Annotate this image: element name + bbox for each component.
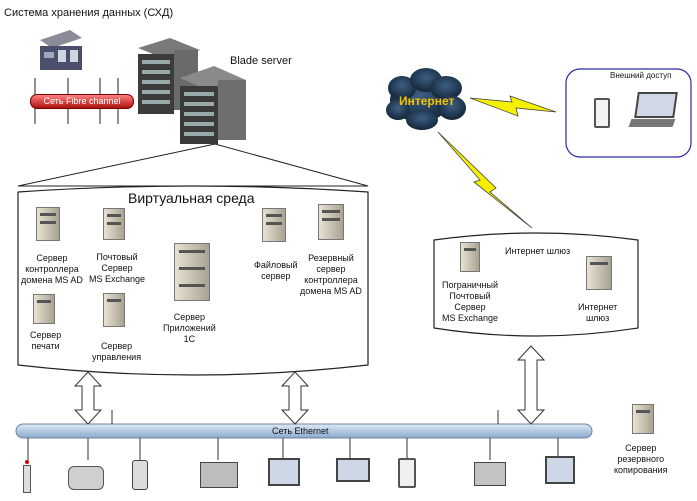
mfp-printer-icon	[474, 462, 506, 486]
blade-server-label: Blade server	[230, 55, 292, 67]
external-access-box	[565, 68, 692, 158]
lightning-cloud-gateway	[437, 131, 533, 229]
desktop-pc-icon-1	[268, 458, 300, 486]
internet-label: Интернет	[399, 94, 455, 108]
print-server-icon	[33, 294, 55, 324]
tablet-icon-bottom	[398, 458, 416, 488]
laptop-icon-bottom	[336, 458, 370, 482]
ip-phone-icon	[68, 466, 104, 490]
ethernet-label: Сеть Ethernet	[272, 426, 329, 436]
app-server-label: Сервер Приложений 1С	[163, 312, 216, 344]
mgmt-server-label: Сервер управления	[92, 341, 142, 362]
double-arrow-center	[280, 371, 310, 425]
storage-title: Система хранения данных (СХД)	[4, 7, 174, 19]
file-server-label: Файловый сервер	[254, 260, 298, 281]
fibre-channel-label: Сеть Fibre channel	[43, 96, 121, 106]
edge-mail-server-icon	[460, 242, 480, 272]
backup-dc-server-label: Резервный сервер контроллера домена MS A…	[300, 253, 362, 296]
print-server-label: Сервер печати	[30, 330, 62, 351]
backup-server-icon	[632, 404, 654, 434]
wifi-access-point-icon	[21, 460, 33, 493]
blade-server-icon	[138, 38, 246, 144]
file-server-icon	[262, 208, 286, 242]
laptop-icon	[628, 92, 678, 127]
internet-gateway-label: Интернет шлюз	[578, 302, 618, 323]
fibre-channel-bar: Сеть Fibre channel	[30, 94, 134, 109]
desktop-pc-icon-2	[545, 456, 575, 484]
internet-cloud	[386, 68, 466, 130]
internet-gateway-icon	[586, 256, 612, 290]
mail-server-label: Почтовый Сервер MS Exchange	[89, 252, 146, 284]
virtual-environment-label: Виртуальная среда	[128, 190, 255, 206]
edge-mail-server-label: Пограничный Почтовый Сервер MS Exchange	[442, 280, 499, 323]
double-arrow-right	[516, 345, 546, 425]
double-arrow-left	[73, 371, 103, 425]
storage-array-icon	[40, 30, 82, 70]
tablet-icon	[594, 98, 610, 128]
backup-dc-server-icon	[318, 204, 344, 240]
dc-server-label: Сервер контроллера домена MS AD	[21, 253, 83, 285]
external-access-label: Внешний доступ	[610, 71, 672, 80]
printer-icon	[200, 462, 238, 488]
ethernet-bus	[15, 423, 593, 439]
mgmt-server-icon	[103, 293, 125, 327]
virtualization-funnel	[17, 143, 369, 187]
backup-server-label: Сервер резервного копирования	[614, 443, 668, 475]
lightning-cloud-external	[469, 95, 557, 117]
mobile-phone-icon	[132, 460, 148, 490]
mail-server-icon	[103, 208, 125, 240]
gateway-group-label: Интернет шлюз	[505, 246, 571, 256]
dc-server-icon	[36, 207, 60, 241]
app-server-icon	[174, 243, 210, 301]
